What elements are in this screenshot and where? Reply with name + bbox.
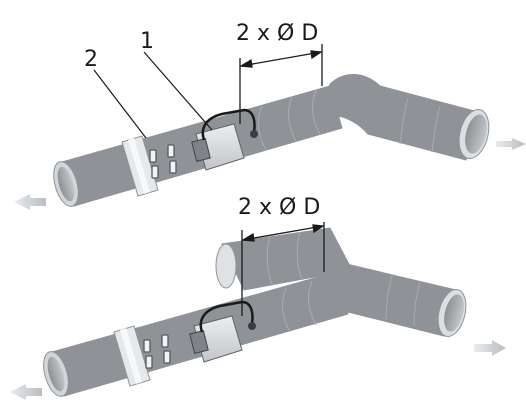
tee-right-branch [331, 261, 467, 337]
callout-label-2: 2 [84, 47, 98, 72]
bottom-assembly: 2 x Ø D [10, 195, 506, 400]
elbow-branch [317, 74, 490, 161]
callout-line-2 [93, 69, 147, 139]
dimension-label-bottom: 2 x Ø D [238, 195, 320, 220]
sensor-unit-icon [191, 108, 258, 171]
clamp-icon [143, 334, 171, 369]
clamp-icon [149, 144, 177, 179]
tee-branch [215, 227, 353, 291]
sensor-unit-icon [189, 300, 256, 363]
dimension-bottom [240, 222, 325, 316]
top-assembly: 2 x Ø D 1 2 [14, 21, 526, 210]
dimension-top [238, 44, 323, 124]
airflow-arrow-icon [14, 138, 526, 210]
callout-label-1: 1 [140, 29, 154, 54]
airflow-arrow-icon [10, 340, 506, 400]
dimension-label-top: 2 x Ø D [236, 21, 318, 46]
callout-line-1 [143, 51, 213, 131]
